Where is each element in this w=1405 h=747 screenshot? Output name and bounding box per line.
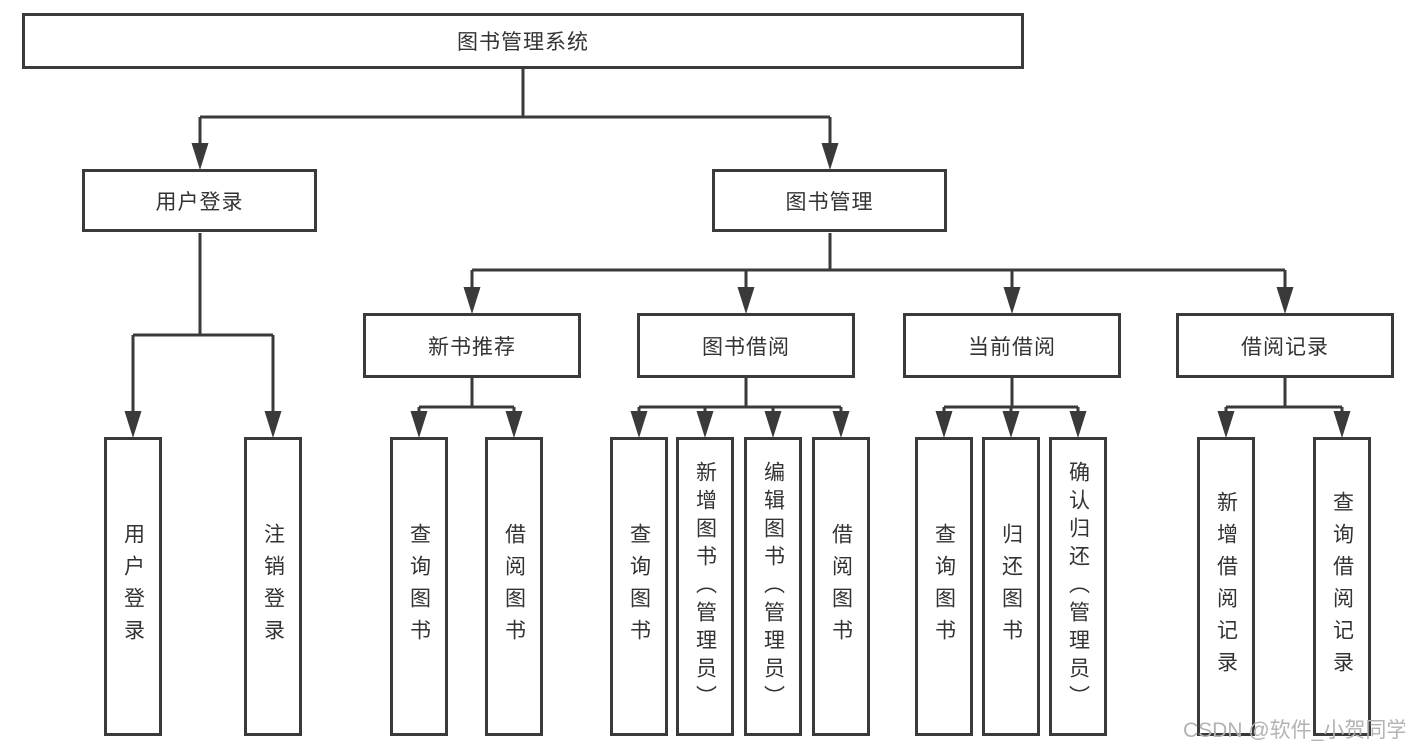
- leaf-current-confirm-return-admin: 确认归还（管理员）: [1049, 437, 1107, 736]
- node-borrow-records-label: 借阅记录: [1241, 335, 1329, 359]
- leaf-current-query-book: 查询图书: [915, 437, 973, 736]
- leaf-borrow-borrow-book: 借阅图书: [812, 437, 870, 736]
- leaf-borrow-borrow-book-label: 借阅图书: [829, 522, 853, 651]
- leaf-borrow-add-book-admin-label: 新增图书（管理员）: [693, 460, 717, 713]
- node-book-borrow: 图书借阅: [637, 313, 855, 378]
- leaf-logout-label: 注销登录: [261, 522, 285, 651]
- leaf-current-return-book: 归还图书: [982, 437, 1040, 736]
- leaf-user-login-label: 用户登录: [121, 522, 145, 651]
- leaf-current-confirm-return-admin-label: 确认归还（管理员）: [1066, 460, 1090, 713]
- leaf-records-add-record-label: 新增借阅记录: [1214, 490, 1238, 683]
- leaf-borrow-edit-book-admin-label: 编辑图书（管理员）: [761, 460, 785, 713]
- node-book-borrow-label: 图书借阅: [702, 335, 790, 359]
- node-book-management: 图书管理: [712, 169, 947, 232]
- leaf-records-query-record-label: 查询借阅记录: [1330, 490, 1354, 683]
- node-borrow-records: 借阅记录: [1176, 313, 1394, 378]
- leaf-recommend-borrow-book: 借阅图书: [485, 437, 543, 736]
- leaf-recommend-query-book: 查询图书: [390, 437, 448, 736]
- node-current-borrow: 当前借阅: [903, 313, 1121, 378]
- arrowhead-icons: [124, 143, 1351, 438]
- node-new-book-recommend: 新书推荐: [363, 313, 581, 378]
- node-current-borrow-label: 当前借阅: [968, 335, 1056, 359]
- csdn-watermark: CSDN @软件_小贺同学: [1183, 719, 1405, 742]
- leaf-current-return-book-label: 归还图书: [999, 522, 1023, 651]
- node-new-book-recommend-label: 新书推荐: [428, 335, 516, 359]
- leaf-records-query-record: 查询借阅记录: [1313, 437, 1371, 736]
- node-root: 图书管理系统: [22, 13, 1024, 69]
- node-root-label: 图书管理系统: [457, 31, 589, 54]
- leaf-borrow-query-book: 查询图书: [610, 437, 668, 736]
- leaf-current-query-book-label: 查询图书: [932, 522, 956, 651]
- leaf-logout: 注销登录: [244, 437, 302, 736]
- leaf-recommend-query-book-label: 查询图书: [407, 522, 431, 651]
- leaf-user-login: 用户登录: [104, 437, 162, 736]
- node-book-management-label: 图书管理: [785, 190, 874, 214]
- node-user-login: 用户登录: [82, 169, 317, 232]
- leaf-recommend-borrow-book-label: 借阅图书: [502, 522, 526, 651]
- leaf-records-add-record: 新增借阅记录: [1197, 437, 1255, 736]
- leaf-borrow-query-book-label: 查询图书: [627, 522, 651, 651]
- node-user-login-label: 用户登录: [155, 190, 244, 214]
- leaf-borrow-add-book-admin: 新增图书（管理员）: [676, 437, 734, 736]
- leaf-borrow-edit-book-admin: 编辑图书（管理员）: [744, 437, 802, 736]
